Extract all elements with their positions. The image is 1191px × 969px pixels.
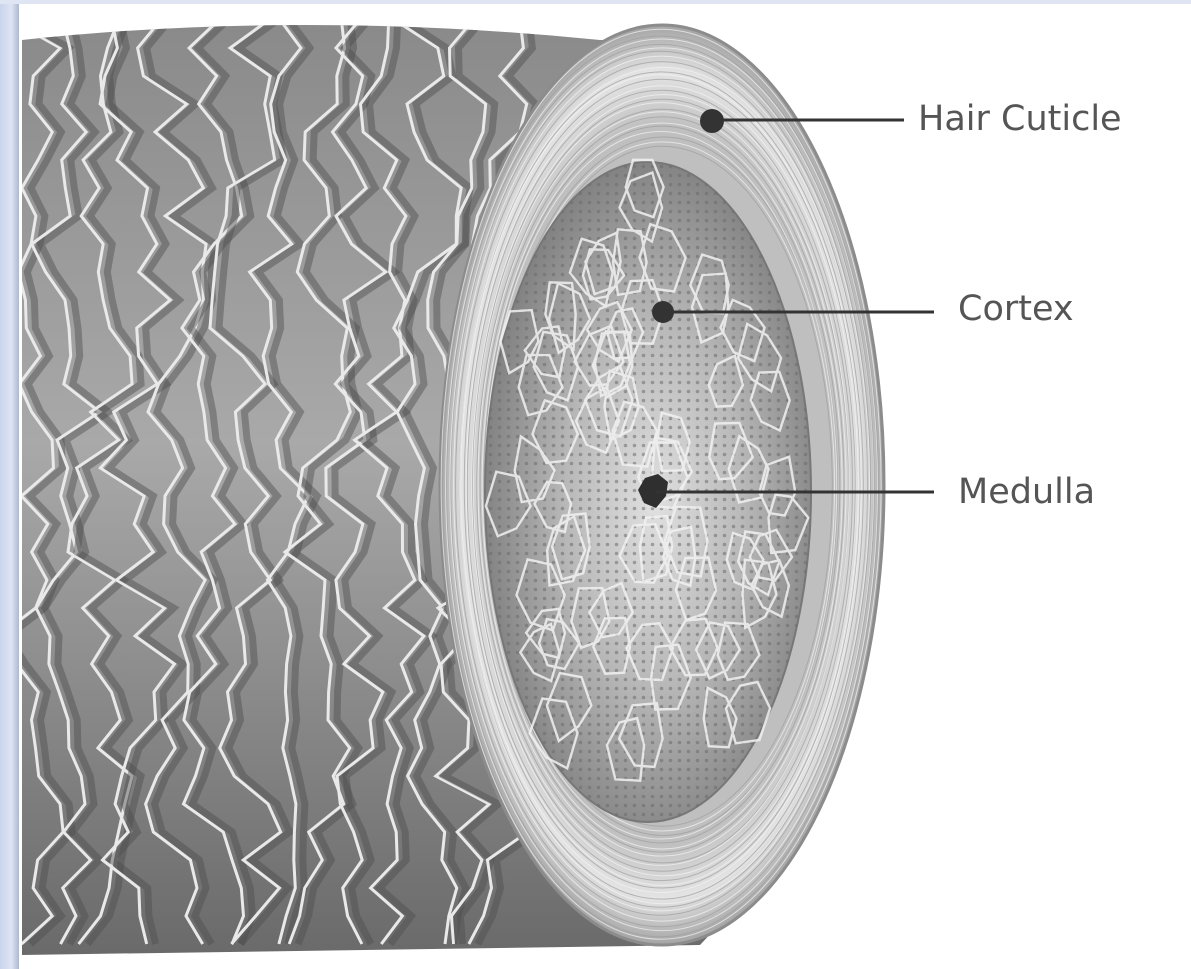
label-hair-cuticle: Hair Cuticle xyxy=(918,102,1122,137)
cortex-pointer-dot xyxy=(652,301,674,323)
label-cortex: Cortex xyxy=(958,292,1074,327)
label-medulla: Medulla xyxy=(958,475,1095,510)
hair-cuticle-pointer-dot xyxy=(700,109,724,133)
